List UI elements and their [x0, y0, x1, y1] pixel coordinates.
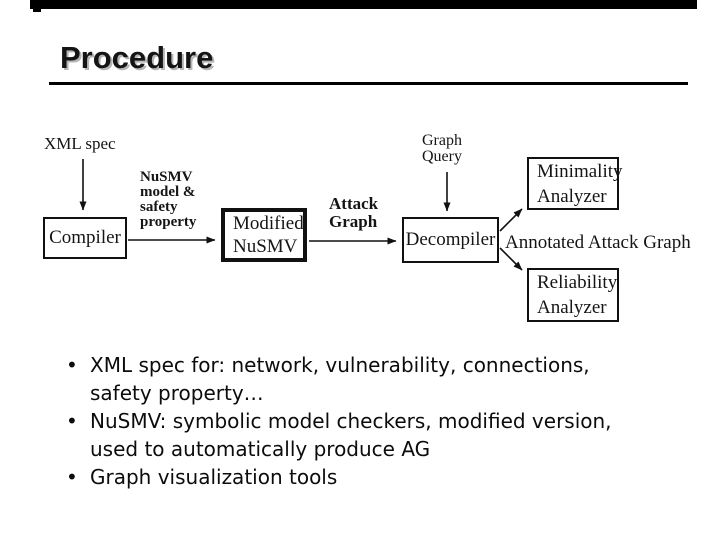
top-black-bar — [30, 0, 697, 9]
list-item: • NuSMV: symbolic model checkers, modifi… — [58, 407, 670, 463]
label-graph-query: Graph Query — [422, 132, 462, 165]
bullet-text-xml-spec: XML spec for: network, vulnerability, co… — [90, 353, 590, 405]
label-xml-spec: XML spec — [44, 134, 116, 153]
page-title: Procedure — [60, 40, 214, 75]
bullet-marker: • — [66, 353, 78, 377]
title-underline — [49, 82, 688, 85]
bullet-marker: • — [66, 409, 78, 433]
label-nusmv-model-safety-property: NuSMV model & safety property — [140, 169, 197, 230]
list-item: • Graph visualization tools — [58, 463, 670, 491]
bullet-text-graph-visualization: Graph visualization tools — [90, 465, 338, 489]
label-annotated-attack-graph: Annotated Attack Graph — [505, 232, 691, 253]
bullet-list: • XML spec for: network, vulnerability, … — [58, 351, 670, 491]
top-black-bar-nub — [33, 0, 41, 12]
node-modified-nusmv: Modified NuSMV — [221, 208, 307, 262]
node-compiler: Compiler — [43, 217, 127, 259]
list-item: • XML spec for: network, vulnerability, … — [58, 351, 670, 407]
node-minimality-analyzer: Minimality Analyzer — [527, 157, 623, 210]
node-decompiler: Decompiler — [402, 217, 499, 263]
label-attack-graph: Attack Graph — [329, 194, 379, 231]
bullet-text-nusmv: NuSMV: symbolic model checkers, modified… — [90, 409, 612, 461]
node-reliability-analyzer: Reliability Analyzer — [527, 268, 619, 322]
bullet-marker: • — [66, 465, 78, 489]
